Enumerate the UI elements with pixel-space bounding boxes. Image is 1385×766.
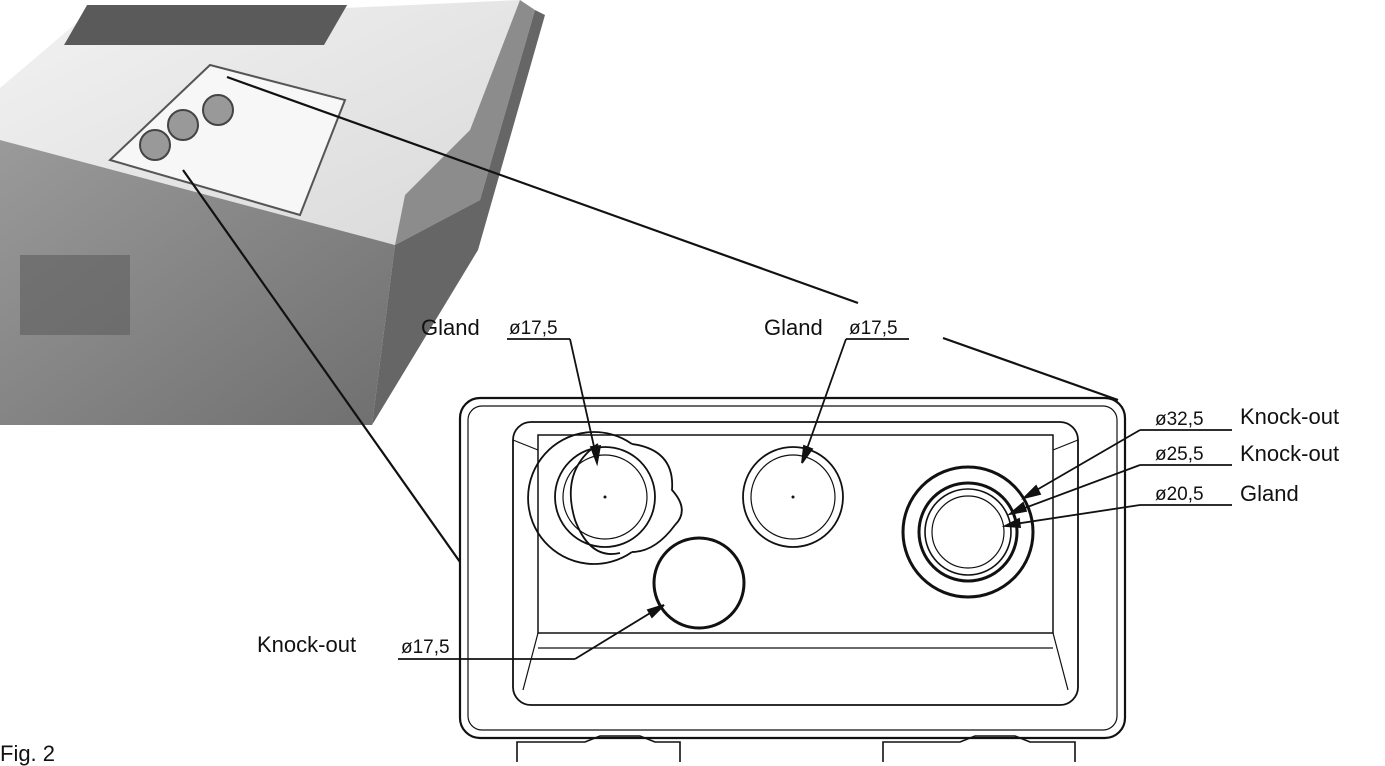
leader-gland20 <box>1007 504 1141 526</box>
leader-gland-mid-arrow <box>801 444 814 464</box>
panel-recess-outer <box>512 421 1079 706</box>
leader-gland20-arrow <box>1001 517 1022 528</box>
leader-gland-mid <box>802 338 847 461</box>
leader-lines <box>398 338 1232 660</box>
gland-left-core <box>562 454 648 540</box>
zoom-line-top-right <box>942 336 1119 402</box>
callout-gland-right-label: Gland <box>1240 481 1299 506</box>
callout-gland-left-label: Gland <box>421 315 480 340</box>
gland-mid-center <box>791 495 795 499</box>
callout-knockout-bottom-label: Knock-out <box>257 632 357 657</box>
callout-gland-mid-diameter: ø17,5 <box>849 318 898 339</box>
housing-edge-rail <box>372 10 545 425</box>
recess-bevel-bl <box>522 632 539 691</box>
leader-ko17 <box>574 606 661 660</box>
leader-ko25-arrow <box>1006 501 1028 516</box>
leader-ko25 <box>1013 464 1141 513</box>
callout-knockout-large-label: Knock-out <box>1240 404 1340 429</box>
housing-right-edge <box>395 0 535 245</box>
mounting-foot-right <box>882 735 1076 762</box>
recess-bevel-tr <box>1052 439 1079 451</box>
leader-ko32 <box>1027 429 1141 496</box>
callout-knockout-medium-label: Knock-out <box>1240 441 1340 466</box>
render-gland-3 <box>202 94 234 126</box>
callout-gland-left-diameter: ø17,5 <box>509 318 558 339</box>
gland-left-body <box>554 446 656 548</box>
leader-ko32-arrow <box>1021 484 1042 500</box>
render-gland-2 <box>167 109 199 141</box>
callout-gland-right-diameter: ø20,5 <box>1155 484 1204 505</box>
panel-outer-inner-line <box>467 405 1118 731</box>
callout-knockout-large-diameter: ø32,5 <box>1155 409 1204 430</box>
callout-knockout-medium-diameter: ø25,5 <box>1155 444 1204 465</box>
figure-caption: Fig. 2 <box>0 741 56 766</box>
gland-right-core <box>931 495 1005 569</box>
housing-render <box>0 0 545 425</box>
gland-mid-core <box>750 454 836 540</box>
knockout-medium-ring <box>917 481 1019 583</box>
zoom-line-top-left <box>226 75 859 305</box>
panel-recess-inner <box>537 434 1054 634</box>
panel-outer-outline <box>458 396 1127 740</box>
knockout-large-ring <box>901 465 1035 599</box>
zoom-lines <box>182 75 1119 563</box>
housing-front-face <box>0 140 395 425</box>
render-gland-1 <box>139 129 171 161</box>
housing-vent-grille <box>64 5 348 45</box>
recess-bevel-br <box>1052 632 1069 691</box>
mounting-foot-left <box>516 735 681 762</box>
recess-bevel-tl <box>512 439 539 451</box>
callout-gland-mid-label: Gland <box>764 315 823 340</box>
leader-gland-left-arrow <box>589 444 602 467</box>
cable-entry-plate <box>108 63 347 217</box>
leader-gland-left <box>569 338 598 461</box>
gland-mid-body <box>742 446 844 548</box>
gland-right-ring <box>924 488 1012 576</box>
leader-ko17-arrow <box>646 604 665 619</box>
callout-knockout-bottom-diameter: ø17,5 <box>401 637 450 658</box>
housing-side-slot <box>20 255 130 335</box>
panel-drawing <box>458 396 1127 762</box>
gland-left-center <box>603 495 607 499</box>
zoom-line-bottom <box>182 169 461 563</box>
knockout-bottom-circle <box>652 536 746 630</box>
